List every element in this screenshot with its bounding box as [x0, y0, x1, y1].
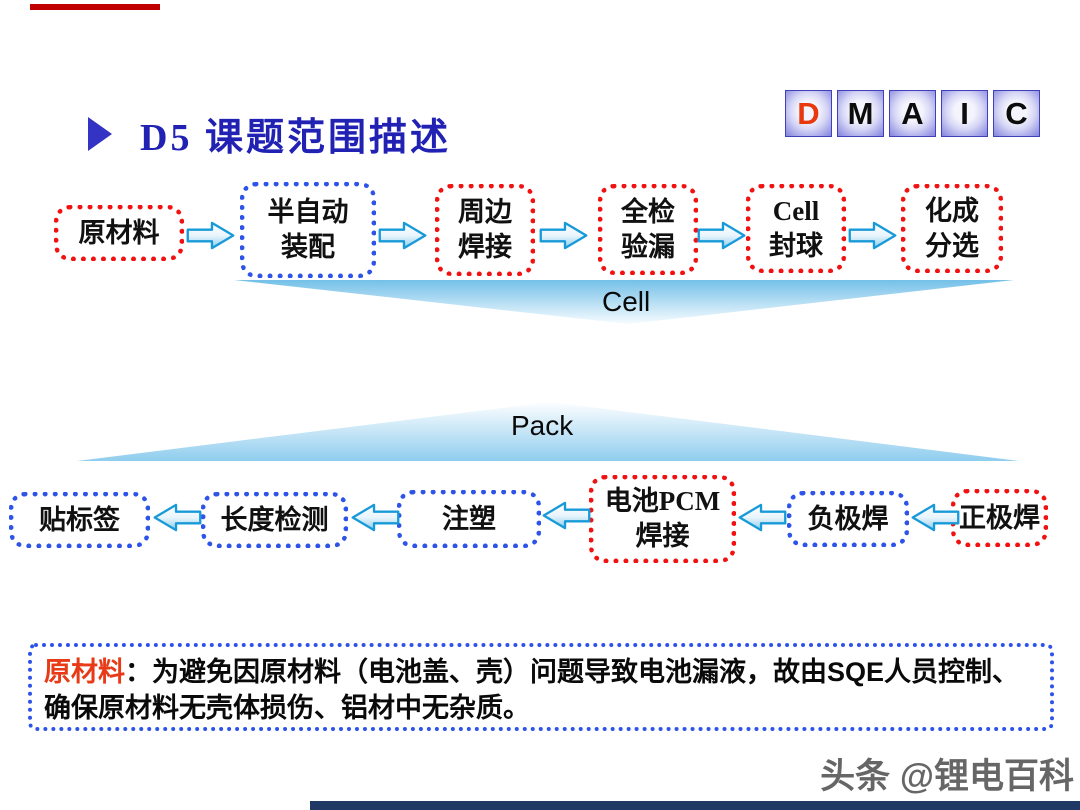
flow-box-line: 长度检测 [220, 504, 329, 535]
flow-box-injection-molding: 注塑 [397, 490, 541, 548]
flow-box-line: 正极焊 [959, 502, 1040, 533]
flow-arrow-right-icon [848, 221, 897, 250]
dmaic-banner: D M A I C [785, 90, 1040, 137]
note-body: 为避免因原材料（电池盖、壳）问题导致电池漏液，故由 [152, 657, 827, 687]
flow-box-raw-material: 原材料 [54, 205, 184, 261]
flow-arrow-right-icon [186, 221, 235, 250]
flow-box-line: 负极焊 [807, 503, 889, 534]
dmaic-tile-control: C [993, 90, 1040, 137]
flow-box-battery-pcm-welding: 电池PCM 焊接 [589, 475, 736, 563]
flow-box-line: 全检 [621, 196, 675, 227]
flow-box-line: 装配 [281, 232, 335, 262]
flow-box-formation-sorting: 化成 分选 [901, 184, 1003, 273]
title-row: D5 课题范围描述 [88, 106, 451, 161]
flow-arrow-left-icon [911, 503, 960, 532]
flow-arrow-left-icon [738, 503, 787, 532]
flow-box-cell-ball-sealing: Cell 封球 [746, 184, 846, 273]
flow-box-positive-welding: 正极焊 [951, 489, 1048, 547]
page-title: D5 课题范围描述 [140, 117, 451, 159]
pack-band-label: Pack [511, 410, 574, 441]
note-box: 原材料：为避免因原材料（电池盖、壳）问题导致电池漏液，故由SQE人员控制、 确保… [28, 643, 1054, 731]
note-body: 确保原材料无壳体损伤、铝材中无杂质。 [44, 693, 530, 723]
flow-box-line: 封球 [769, 230, 823, 261]
dmaic-letter: I [960, 95, 969, 131]
flow-box-line: 贴标签 [39, 504, 120, 535]
flow-arrow-left-icon [153, 503, 202, 532]
note-body: 人员控制、 [884, 657, 1020, 687]
watermark: 头条 @锂电百科 [820, 757, 1074, 796]
flow-box-semi-auto-assembly: 半自动 装配 [240, 182, 376, 278]
flow-box-negative-welding: 负极焊 [787, 491, 909, 547]
flow-arrow-left-icon [542, 501, 591, 530]
flow-box-perimeter-welding: 周边 焊接 [435, 184, 535, 276]
flow-box-label-sticking: 贴标签 [9, 492, 150, 548]
flow-arrow-left-icon [351, 503, 400, 532]
flow-box-line: 周边 [458, 197, 512, 227]
flow-arrow-right-icon [378, 221, 427, 250]
flow-box-line: 注塑 [442, 503, 496, 534]
top-red-bar [30, 4, 160, 10]
dmaic-tile-measure: M [837, 90, 884, 137]
bottom-navy-bar [310, 801, 1080, 810]
bullet-triangle-icon [88, 116, 112, 151]
flow-box-line: 验漏 [621, 231, 675, 262]
pack-stage-band [77, 402, 1019, 461]
flow-box-length-inspection: 长度检测 [201, 492, 348, 548]
flow-box-line: 焊接 [458, 232, 512, 262]
note-colon: ： [125, 657, 152, 687]
dmaic-letter: A [901, 95, 924, 131]
note-line-2: 确保原材料无壳体损伤、铝材中无杂质。 [44, 690, 1050, 726]
dmaic-letter: D [797, 95, 820, 131]
flow-box-line: 电池PCM [604, 486, 721, 516]
flow-box-line: Cell [772, 195, 820, 226]
flow-box-full-leak-inspection: 全检 验漏 [598, 184, 698, 275]
flow-arrow-right-icon [697, 221, 746, 250]
cell-stage-band [234, 280, 1014, 324]
note-label: 原材料 [44, 657, 125, 687]
dmaic-letter: C [1005, 95, 1028, 131]
dmaic-tile-define: D [785, 90, 832, 137]
flow-box-line: 化成 [925, 195, 979, 226]
flow-arrow-right-icon [539, 221, 588, 250]
dmaic-tile-analyze: A [889, 90, 936, 137]
flow-box-line: 原材料 [78, 217, 160, 248]
dmaic-tile-improve: I [941, 90, 988, 137]
cell-band-label: Cell [602, 286, 651, 317]
flow-box-line: 分选 [925, 230, 979, 261]
dmaic-letter: M [847, 95, 874, 131]
flow-box-line: 焊接 [635, 521, 690, 551]
note-sqe: SQE [827, 657, 885, 687]
note-line-1: 原材料：为避免因原材料（电池盖、壳）问题导致电池漏液，故由SQE人员控制、 [44, 654, 1050, 690]
flow-box-line: 半自动 [267, 197, 349, 227]
